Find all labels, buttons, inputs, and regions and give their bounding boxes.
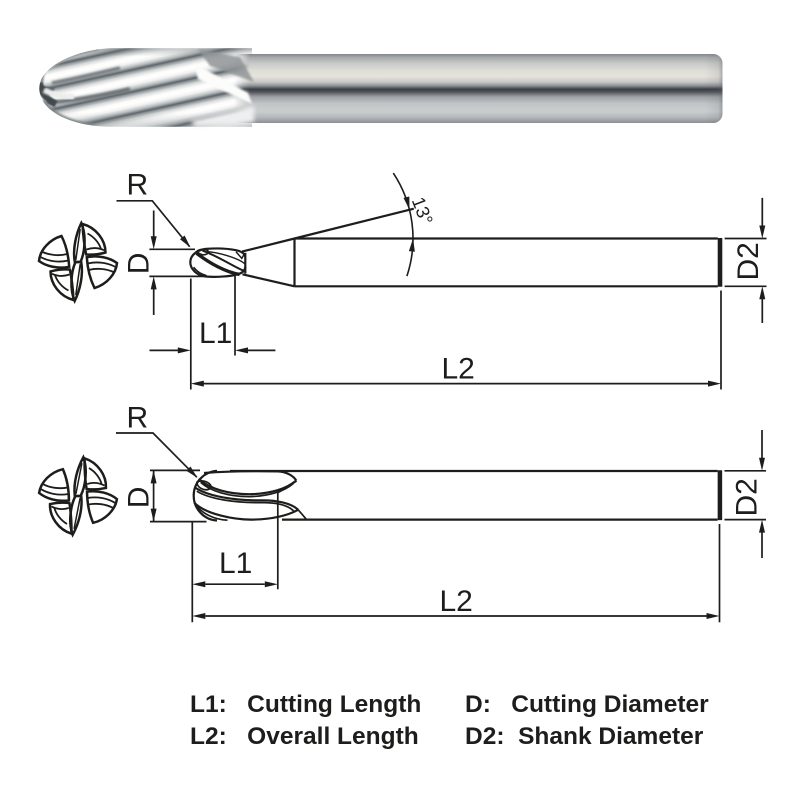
svg-text:L1: L1 xyxy=(199,317,232,350)
svg-text:L1: Cutting Length: L1: Cutting Length xyxy=(190,691,421,718)
svg-text:D2: Shank Diameter: D2: Shank Diameter xyxy=(465,723,704,750)
svg-text:D: D xyxy=(123,487,156,509)
svg-text:L2: L2 xyxy=(442,353,475,386)
svg-text:R: R xyxy=(127,402,149,435)
svg-text:D2: D2 xyxy=(731,478,764,516)
svg-text:D: Cutting Diameter: D: Cutting Diameter xyxy=(465,691,709,718)
svg-text:L2: L2 xyxy=(440,585,473,618)
svg-text:L2: Overall Length: L2: Overall Length xyxy=(190,723,419,750)
svg-text:D2: D2 xyxy=(732,242,765,280)
svg-text:R: R xyxy=(127,169,149,202)
svg-text:D: D xyxy=(122,253,155,275)
svg-text:L1: L1 xyxy=(219,547,252,580)
